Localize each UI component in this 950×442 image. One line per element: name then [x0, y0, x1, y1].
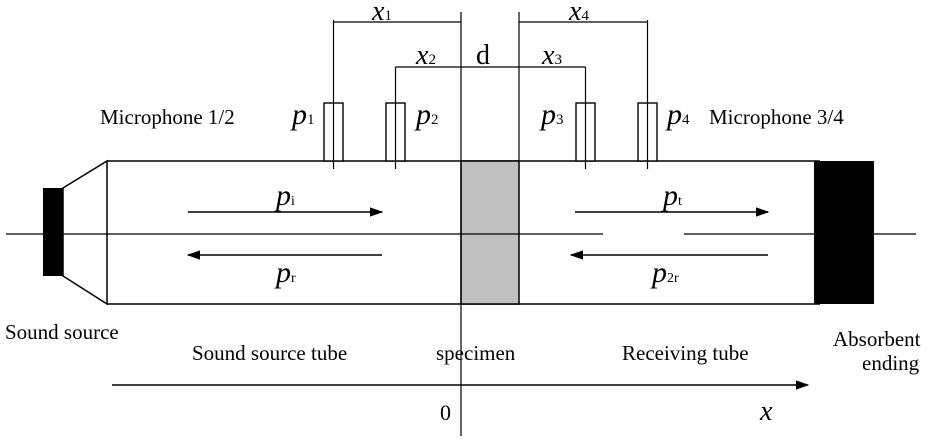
label-d: d: [476, 40, 490, 71]
label-pi: pi: [274, 179, 295, 212]
label-sound-source-tube: Sound source tube: [192, 341, 347, 365]
absorbent-ending-block: [814, 161, 874, 304]
label-x1: x1: [371, 0, 392, 27]
label-pr: pr: [274, 256, 296, 289]
specimen-block: [460, 160, 520, 305]
label-x3: x3: [541, 40, 562, 71]
label-p3: p3: [539, 98, 564, 131]
label-microphone-3-4: Microphone 3/4: [709, 105, 844, 129]
sound-source-horn: [62, 159, 108, 306]
label-p1: p1: [290, 98, 315, 131]
label-x4: x4: [568, 0, 589, 27]
label-x2: x2: [415, 40, 436, 71]
label-p4: p4: [665, 98, 690, 131]
label-x-axis: x: [759, 396, 773, 427]
label-pt: pt: [661, 179, 682, 212]
label-receiving-tube: Receiving tube: [622, 341, 749, 365]
label-microphone-1-2: Microphone 1/2: [100, 105, 235, 129]
sound-source-block: [43, 188, 63, 276]
label-sound-source: Sound source: [5, 320, 119, 344]
label-absorbent: Absorbent: [833, 327, 921, 351]
label-p2: p2: [414, 98, 439, 131]
label-p2r: p2r: [650, 256, 679, 289]
label-specimen: specimen: [436, 341, 516, 365]
label-origin: 0: [440, 400, 451, 425]
label-ending: ending: [862, 351, 920, 375]
